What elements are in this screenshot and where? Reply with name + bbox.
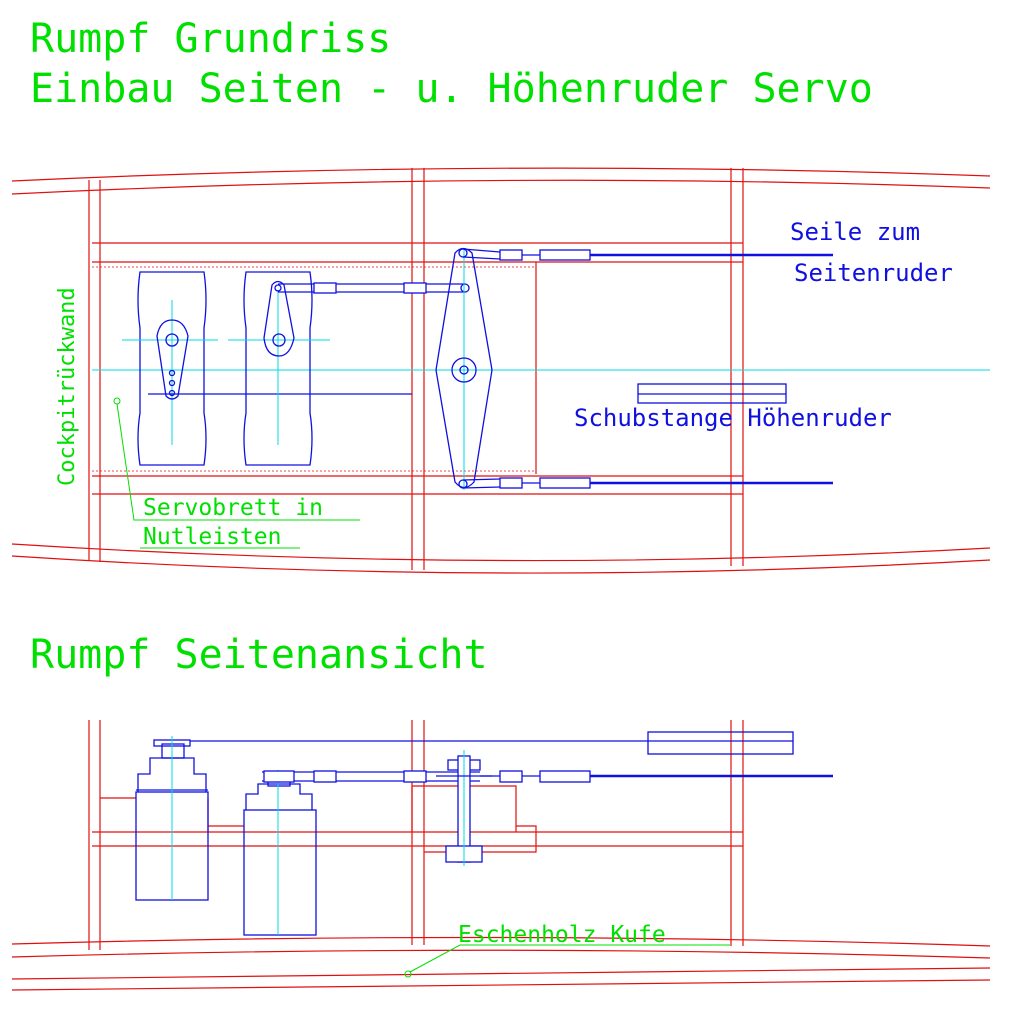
subtitle-servo-installation: Einbau Seiten - u. Höhenruder Servo xyxy=(30,66,873,112)
cockpit-wall-label: Cockpitrückwand xyxy=(55,287,80,486)
pushrod-label: Schubstange Höhenruder xyxy=(574,404,892,432)
fuselage-lower-skin xyxy=(11,543,991,574)
side-servo-board xyxy=(92,785,743,853)
servo-board-leader xyxy=(113,397,360,549)
side-pushrod-tube xyxy=(647,731,794,755)
servo-1-side xyxy=(135,736,793,901)
top-view: Cockpitrückwand Servobrett in Nutleisten… xyxy=(11,167,991,574)
servo-1-top xyxy=(122,271,412,466)
frames xyxy=(88,168,744,570)
side-frames xyxy=(88,720,744,950)
servo-horn-2 xyxy=(263,280,295,357)
side-view: Eschenholz Kufe xyxy=(11,720,991,991)
rudder-cable-lower xyxy=(462,477,833,489)
cables-label-line1: Seile zum xyxy=(790,218,920,246)
title-side-view: Rumpf Seitenansicht xyxy=(30,632,488,678)
servo-horn xyxy=(156,319,189,400)
cables-label-line2: Seitenruder xyxy=(794,259,953,287)
servo-board-rails xyxy=(92,242,743,495)
side-linkage xyxy=(262,770,833,783)
side-bellcrank xyxy=(436,750,492,866)
skid-leader xyxy=(404,944,730,978)
rudder-bellcrank xyxy=(435,247,493,490)
rudder-linkage xyxy=(278,282,470,294)
ash-skid-label: Eschenholz Kufe xyxy=(458,922,666,948)
servo-board-label-line1: Servobrett in xyxy=(143,495,323,521)
elevator-pushrod-tube xyxy=(637,383,787,404)
fuselage-upper-skin xyxy=(11,167,991,195)
servo-2-side xyxy=(243,770,317,936)
servo-board-label-line2: Nutleisten xyxy=(143,524,281,550)
title-top-view: Rumpf Grundriss xyxy=(30,16,391,62)
rudder-cable-upper xyxy=(462,248,833,261)
servo-2-top xyxy=(228,271,330,466)
